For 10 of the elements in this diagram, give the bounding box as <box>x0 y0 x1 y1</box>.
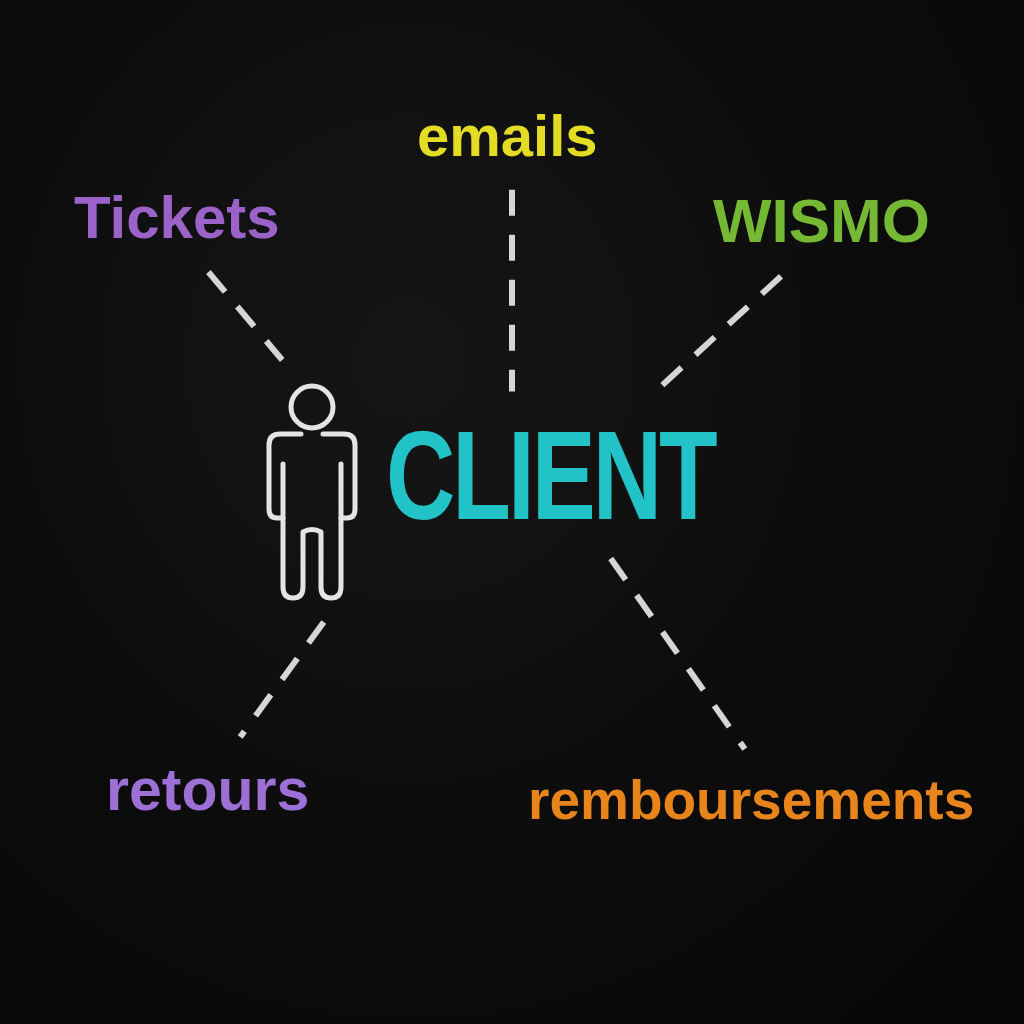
dashed-line <box>237 620 327 739</box>
topic-label: remboursements <box>528 769 975 833</box>
topic-label: WISMO <box>713 185 930 257</box>
dashed-line <box>509 189 515 392</box>
topic-label: retours <box>106 757 310 825</box>
dashed-line <box>206 270 285 362</box>
topic-label: Tickets <box>74 183 280 252</box>
topic-label: emails <box>417 103 598 170</box>
central-label: CLIENT <box>386 411 715 539</box>
dashed-line <box>608 556 748 751</box>
